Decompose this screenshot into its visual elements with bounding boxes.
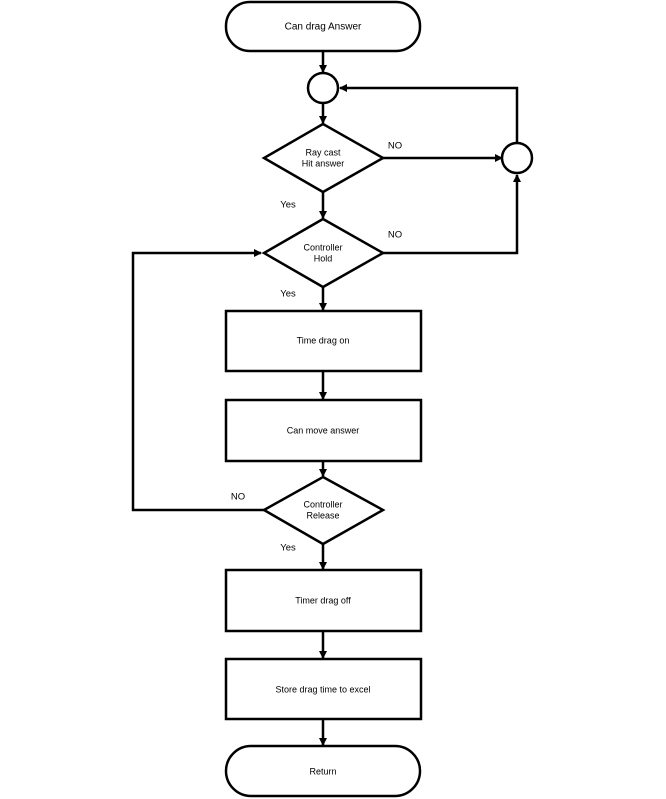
process-store-drag-time-label: Store drag time to excel (275, 684, 370, 694)
branch-label-hold-yes: Yes (280, 289, 296, 300)
decision-release-label-line1: Controller (303, 499, 342, 509)
decision-raycast-label-line2: Hit answer (302, 158, 345, 168)
end-terminal: Return (224, 744, 422, 798)
branch-label-release-no: NO (231, 492, 245, 503)
branch-label-hold-no: NO (388, 230, 402, 241)
edge-release-no-to-hold (131, 249, 264, 512)
decision-raycast: Ray cast Hit answer (261, 122, 386, 194)
decision-controller-release: Controller Release (261, 475, 386, 546)
process-time-drag-on: Time drag on (224, 309, 423, 373)
branch-label-release-yes: Yes (280, 543, 296, 554)
decision-hold-label-line2: Hold (314, 253, 333, 263)
edge-hold-no-to-merge (383, 174, 521, 255)
end-terminal-label: Return (309, 766, 336, 776)
start-terminal: Can drag Answer (224, 0, 422, 53)
start-terminal-label: Can drag Answer (285, 22, 362, 33)
process-timer-drag-off-label: Timer drag off (295, 595, 351, 605)
process-store-drag-time: Store drag time to excel (224, 657, 423, 721)
process-timer-drag-off: Timer drag off (224, 568, 423, 633)
merge-connector (500, 141, 534, 175)
decision-controller-hold: Controller Hold (261, 217, 386, 289)
branch-label-raycast-yes: Yes (280, 200, 296, 211)
decision-release-label-line2: Release (306, 510, 339, 520)
decision-raycast-label-line1: Ray cast (305, 147, 341, 157)
process-can-move-answer-label: Can move answer (287, 425, 360, 435)
branch-label-raycast-no: NO (388, 141, 402, 152)
process-can-move-answer: Can move answer (224, 398, 423, 463)
junction-connector (306, 71, 340, 105)
process-time-drag-on-label: Time drag on (297, 335, 350, 345)
edge-merge-to-junction (339, 84, 519, 143)
decision-hold-label-line1: Controller (303, 242, 342, 252)
